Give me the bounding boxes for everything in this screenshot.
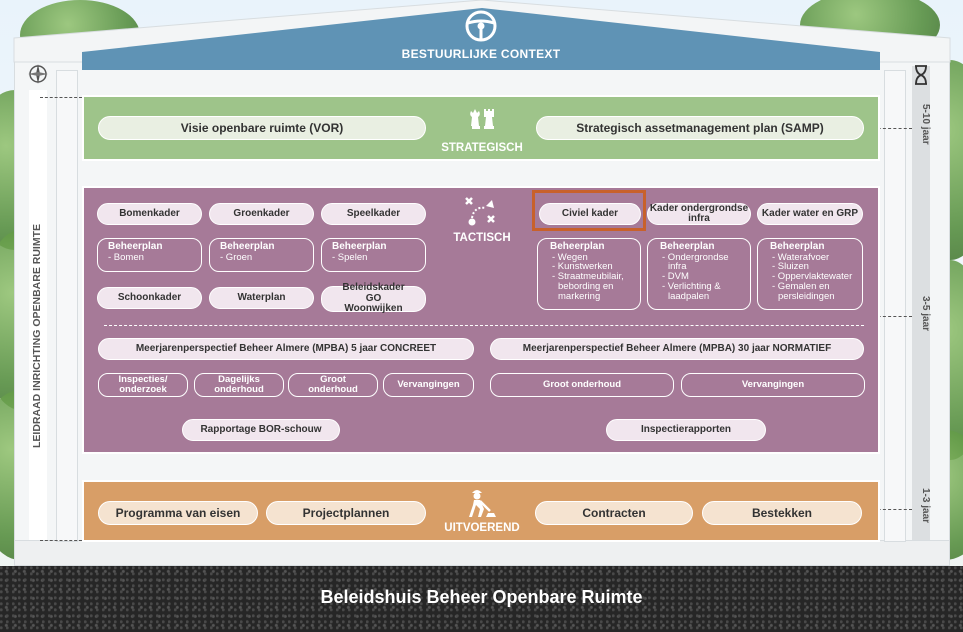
connector-line (40, 97, 82, 98)
operational-contracten[interactable]: Contracten (535, 501, 693, 525)
tactical-separator (104, 325, 864, 326)
tactical-label: TACTISCH (453, 232, 511, 244)
mpba-concreet-groot[interactable]: Groot onderhoud (288, 373, 378, 397)
connector-line (862, 316, 912, 317)
beheerplan-spelen[interactable]: Beheerplan - Spelen (321, 238, 426, 272)
kader-civiel[interactable]: Civiel kader (539, 203, 641, 225)
roof-title: BESTUURLIJKE CONTEXT (401, 47, 561, 61)
operational-projectplannen[interactable]: Projectplannen (266, 501, 426, 525)
kader-speel[interactable]: Speelkader (321, 203, 426, 225)
kader-go-woonwijken[interactable]: Beleidskader GO Woonwijken (321, 283, 426, 314)
operational-programma-van-eisen[interactable]: Programma van eisen (98, 501, 258, 525)
beheerplan-groen[interactable]: Beheerplan - Groen (209, 238, 314, 272)
beheerplan-civiel[interactable]: Beheerplan - Wegen - Kunstwerken - Straa… (537, 238, 641, 310)
kader-groen[interactable]: Groenkader (209, 203, 314, 225)
chess-pieces-icon (470, 109, 494, 129)
mpba-concreet-inspecties[interactable]: Inspecties/ onderzoek (98, 373, 188, 397)
kader-water-grp[interactable]: Kader water en GRP (757, 203, 863, 225)
strategy-plan-icon (465, 197, 495, 226)
mpba-concreet-vervangingen[interactable]: Vervangingen (383, 373, 474, 397)
connector-line (862, 128, 912, 129)
left-bar-text: LEIDRAAD INRICHTING OPENBARE RUIMTE (31, 223, 43, 448)
report-inspectierapporten[interactable]: Inspectierapporten (606, 419, 766, 441)
beheerplan-line: - Wegen (552, 251, 588, 263)
beheerplan-title: Beheerplan (108, 241, 163, 252)
house-inner-column-right (884, 70, 906, 542)
layer-operational: Programma van eisen Projectplannen Contr… (82, 480, 880, 542)
house-floor (14, 540, 950, 566)
layer-strategic: Visie openbare ruimte (VOR) Strategisch … (82, 95, 880, 161)
beheerplan-line: laadpalen (668, 291, 710, 303)
period-strategic: 5-10 jaar (920, 104, 931, 145)
mpba-normatief-vervangingen[interactable]: Vervangingen (681, 373, 865, 397)
kader-ondergrondse-infra[interactable]: Kader ondergrondse infra (647, 203, 751, 225)
mpba-concreet[interactable]: Meerjarenperspectief Beheer Almere (MPBA… (98, 338, 474, 360)
beheerplan-line: - Straatmeubilair, (552, 271, 624, 283)
roof-icon-wrap (464, 9, 498, 43)
beheerplan-line: - Ondergrondse (662, 251, 729, 263)
beheerplan-title: Beheerplan (550, 241, 605, 252)
operational-bestekken[interactable]: Bestekken (702, 501, 862, 525)
beheerplan-line: - Bomen (108, 251, 144, 263)
beheerplan-line: markering (558, 291, 601, 303)
right-bar (912, 66, 930, 540)
beheerplan-line: infra (668, 261, 687, 273)
beheerplan-title: Beheerplan (770, 241, 825, 252)
beheerplan-line: - Sluizen (772, 261, 809, 273)
connector-line (40, 540, 82, 541)
layer-tactical: Bomenkader Groenkader Speelkader Civiel … (82, 186, 880, 454)
period-operational: 1-3 jaar (920, 488, 931, 524)
beheerplan-line: - Waterafvoer (772, 251, 830, 263)
mpba-concreet-dagelijks[interactable]: Dagelijks onderhoud (194, 373, 284, 397)
steering-wheel-icon (465, 10, 497, 42)
beheerplan-line: - DVM (662, 271, 689, 283)
period-tactical: 3-5 jaar (920, 296, 931, 332)
beheerplan-line: persleidingen (778, 291, 835, 303)
mpba-normatief[interactable]: Meerjarenperspectief Beheer Almere (MPBA… (490, 338, 864, 360)
beheerplan-line: - Kunstwerken (552, 261, 613, 273)
beheerplan-water[interactable]: Beheerplan - Waterafvoer - Sluizen - Opp… (757, 238, 863, 310)
compass-icon (28, 64, 48, 84)
beheerplan-title: Beheerplan (332, 241, 387, 252)
ground (0, 566, 963, 632)
beheerplan-title: Beheerplan (660, 241, 715, 252)
beheerplan-line: - Gemalen en (772, 281, 830, 293)
kader-schoon[interactable]: Schoonkader (97, 287, 202, 309)
house-inner-column-left (56, 70, 78, 542)
mpba-normatief-groot[interactable]: Groot onderhoud (490, 373, 674, 397)
connector-line (862, 509, 912, 510)
beheerplan-title: Beheerplan (220, 241, 275, 252)
beheerplan-line: bebording en (558, 281, 614, 293)
kader-bomen[interactable]: Bomenkader (97, 203, 202, 225)
report-bor-schouw[interactable]: Rapportage BOR-schouw (182, 419, 340, 441)
strategic-item-samp[interactable]: Strategisch assetmanagement plan (SAMP) (536, 116, 864, 140)
beheerplan-line: - Spelen (332, 251, 368, 263)
highlight-box (532, 190, 646, 231)
kader-waterplan[interactable]: Waterplan (209, 287, 314, 309)
beheerplan-line: - Groen (220, 251, 253, 263)
strategic-item-vor[interactable]: Visie openbare ruimte (VOR) (98, 116, 426, 140)
hourglass-icon (915, 65, 927, 85)
beheerplan-ondergrondse-infra[interactable]: Beheerplan - Ondergrondse infra - DVM - … (647, 238, 751, 310)
left-bar (29, 90, 47, 540)
strategic-label: STRATEGISCH (441, 142, 523, 154)
construction-worker-icon (469, 490, 496, 517)
beheerplan-line: - Verlichting & (662, 281, 721, 293)
operational-label: UITVOEREND (444, 522, 520, 534)
beheerplan-line: - Oppervlaktewater (772, 271, 853, 283)
beheerplan-bomen[interactable]: Beheerplan - Bomen (97, 238, 202, 272)
footer-title: Beleidshuis Beheer Openbare Ruimte (320, 587, 643, 607)
